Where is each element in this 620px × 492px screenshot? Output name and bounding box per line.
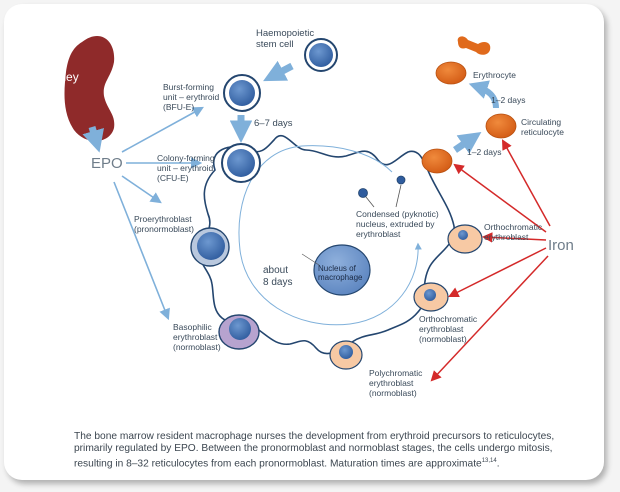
- days-1-2-upper-label: 1–2 days: [491, 95, 526, 105]
- maturation-cycle-arc: [238, 145, 422, 326]
- basophilic-cell: [218, 314, 260, 350]
- days-6-7-label: 6–7 days: [254, 118, 293, 129]
- stem-cell: [304, 38, 338, 72]
- erythrocyte-dumbbell: [457, 36, 491, 55]
- bfue-cell: [223, 74, 261, 112]
- epo-label: EPO: [91, 155, 123, 172]
- cfue-cell: [221, 143, 261, 183]
- iron-arrows: [430, 139, 551, 382]
- kidney-shape: [64, 35, 115, 142]
- polychromatic-cell: [329, 340, 363, 370]
- stem-to-bfue-arrow: [263, 60, 294, 82]
- proerythroblast-cell: [190, 227, 230, 267]
- to-erythrocyte-arrow: [468, 80, 499, 109]
- macrophage-outline: [198, 134, 455, 355]
- pyknotic-nuclei: [358, 175, 406, 208]
- iron-label: Iron: [548, 237, 574, 254]
- condensed-nucleus-label: Condensed (pyknotic)nucleus, extruded by…: [356, 209, 439, 239]
- erythrocyte-label: Erythrocyte: [473, 70, 516, 80]
- macrophage-callout-line: [301, 253, 320, 266]
- circulating-reticulocyte: [485, 113, 517, 139]
- orthochromatic-mid-cell: [413, 282, 449, 312]
- epo-arrows: [113, 106, 204, 321]
- erythrocyte-cell: [435, 61, 467, 85]
- to-circulating-arrow: [453, 131, 482, 154]
- reticulocyte-emerging: [421, 148, 453, 174]
- days-1-2-lower-label: 1–2 days: [467, 147, 502, 157]
- kidney-label: Kidney: [42, 70, 79, 84]
- proerythroblast-label: Proerythroblast(pronormoblast): [134, 214, 194, 234]
- orthochromatic-right-cell: [447, 224, 483, 254]
- macrophage-nucleus: [313, 244, 371, 296]
- kidney-to-epo-arrow: [82, 126, 104, 153]
- figure-caption: The bone marrow resident macrophage nurs…: [74, 431, 555, 470]
